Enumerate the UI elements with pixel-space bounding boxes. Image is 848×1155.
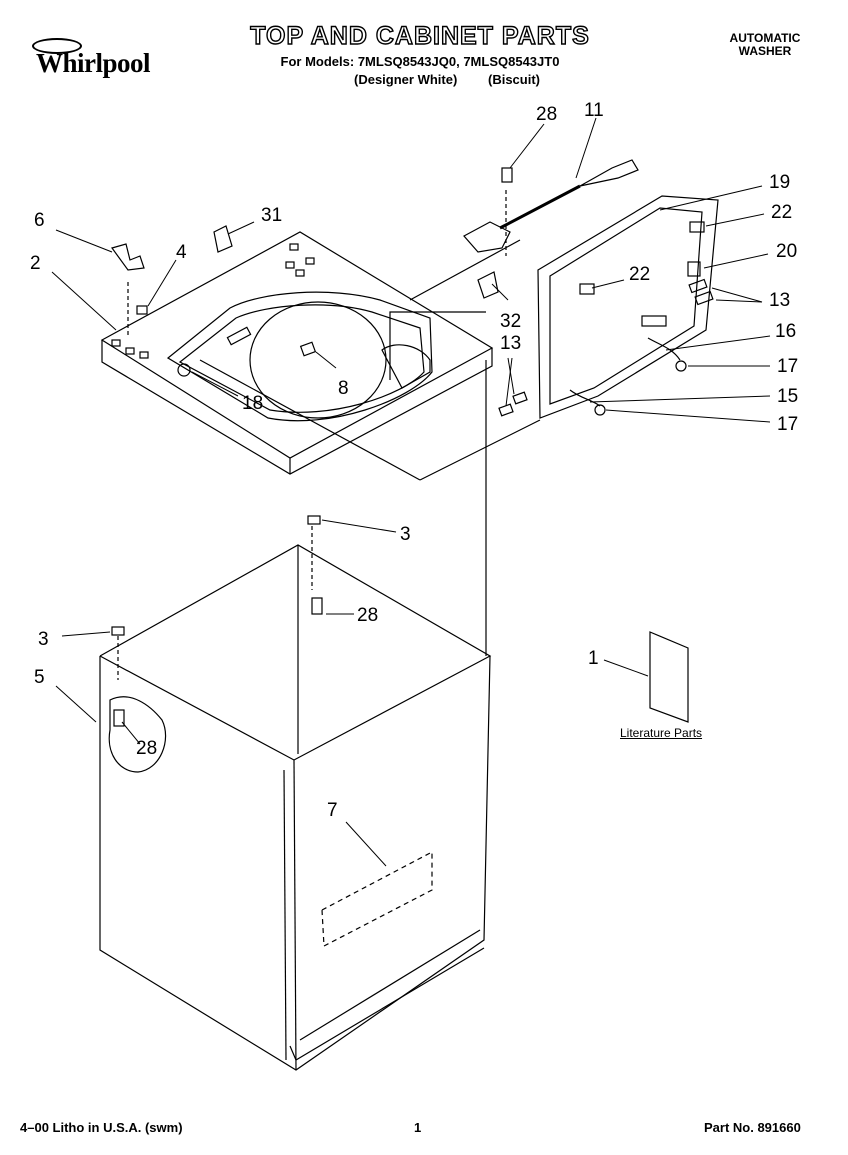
callout-20: 20 <box>776 241 798 262</box>
callout-8: 8 <box>338 378 349 399</box>
callout-17-upper: 17 <box>777 356 799 377</box>
callout-13-left: 13 <box>500 333 522 354</box>
footer-part-number: Part No. 891660 <box>704 1120 801 1135</box>
callout-11: 11 <box>584 100 604 121</box>
callout-13-right: 13 <box>769 290 791 311</box>
callout-32: 32 <box>500 311 522 332</box>
brand-name: Whirlpool <box>36 48 151 78</box>
callout-3-top: 3 <box>400 524 411 545</box>
logo-oval-icon <box>32 38 82 54</box>
variant-biscuit: (Biscuit) <box>488 72 540 87</box>
callout-22-mid: 22 <box>629 264 651 285</box>
connector-lines <box>117 190 541 680</box>
callout-28-top: 28 <box>536 104 558 125</box>
product-line-1: AUTOMATIC <box>729 31 801 45</box>
callout-3-left: 3 <box>38 629 49 650</box>
literature-parts-label: Literature Parts <box>620 726 703 740</box>
cabinet <box>99 544 492 1071</box>
callout-19: 19 <box>769 172 791 193</box>
models-line: For Models: 7MLSQ8543JQ0, 7MLSQ8543JT0 <box>280 54 560 69</box>
callout-4: 4 <box>176 242 187 263</box>
callout-1: 1 <box>588 648 599 669</box>
whirlpool-logo: Whirlpool <box>28 38 168 78</box>
callout-28-low: 28 <box>136 738 158 759</box>
callout-15: 15 <box>777 386 799 407</box>
callout-arrows <box>51 117 771 867</box>
callout-18: 18 <box>242 393 264 414</box>
washer-top-panel <box>100 231 494 475</box>
callout-17-lower: 17 <box>777 414 799 435</box>
page-title: TOP AND CABINET PARTS <box>250 21 590 50</box>
footer-page-number: 1 <box>414 1120 422 1135</box>
variant-designer-white: (Designer White) <box>354 72 458 87</box>
callout-7: 7 <box>327 800 338 821</box>
console-frame <box>537 195 719 419</box>
product-type: AUTOMATIC WASHER <box>715 32 815 58</box>
callout-31: 31 <box>261 205 283 226</box>
callout-28-mid: 28 <box>357 605 379 626</box>
callout-16: 16 <box>775 321 797 342</box>
callout-2: 2 <box>30 253 41 274</box>
callout-22-right: 22 <box>771 202 793 223</box>
footer-print-info: 4–00 Litho in U.S.A. (swm) <box>20 1120 183 1135</box>
product-line-2: WASHER <box>738 44 792 58</box>
callout-5: 5 <box>34 667 45 688</box>
small-parts <box>111 159 714 727</box>
callout-6: 6 <box>34 210 45 231</box>
